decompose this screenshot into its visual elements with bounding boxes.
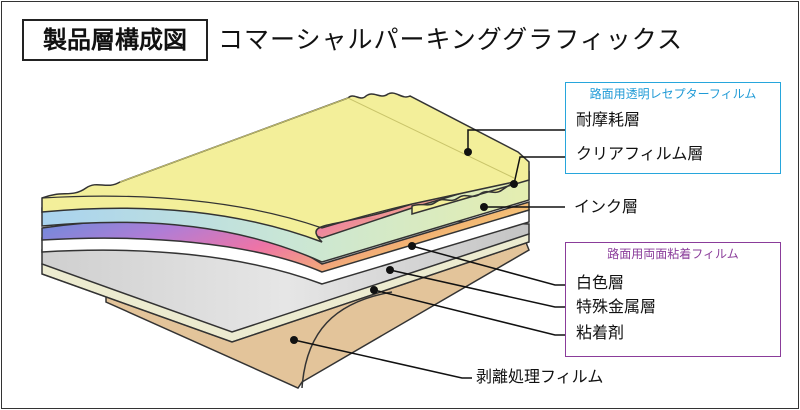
adhesive-film-group: 路面用両面粘着フィルム <box>565 242 781 357</box>
wear-resistant-layer <box>41 92 530 243</box>
label-adhesive-layer: 粘着剤 <box>576 323 625 342</box>
leader-dots <box>290 148 518 344</box>
receptor-film-group-title: 路面用透明レセプターフィルム <box>589 87 757 101</box>
label-white-layer: 白色層 <box>576 273 625 292</box>
label-release-film: 剥離処理フィルム <box>476 367 604 386</box>
diagram-title: 製品層構成図 <box>22 19 208 61</box>
product-name: コマーシャルパーキンググラフィックス <box>218 25 684 54</box>
receptor-film-group: 路面用透明レセプターフィルム <box>565 82 781 174</box>
label-ink-layer: インク層 <box>574 197 639 216</box>
label-special-metal-layer: 特殊金属層 <box>576 297 657 316</box>
label-wear-resistant-layer: 耐摩耗層 <box>576 110 641 129</box>
adhesive-film-group-title: 路面用両面粘着フィルム <box>607 247 739 261</box>
label-clear-film-layer: クリアフィルム層 <box>576 144 704 163</box>
